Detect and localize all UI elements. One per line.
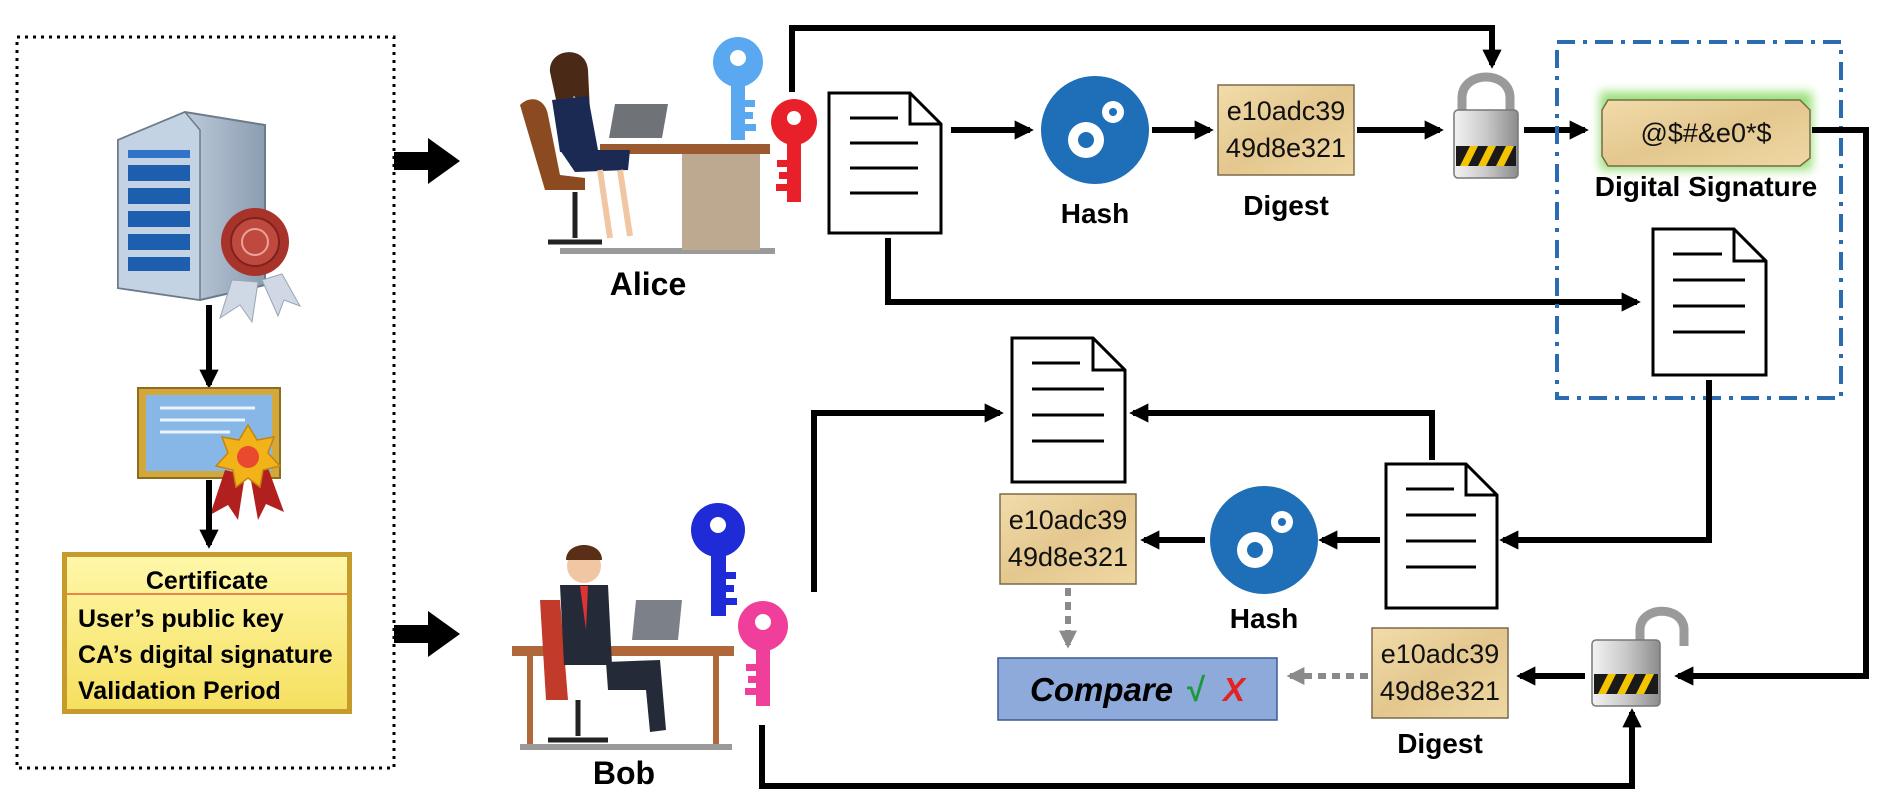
compare-check-mark: √ [1185, 671, 1206, 708]
top-digest-line2: 49d8e321 [1226, 133, 1346, 163]
award-ribbon-icon [210, 423, 284, 520]
private-key-icon [738, 601, 788, 706]
top-digest-line1: e10adc39 [1227, 96, 1346, 126]
document-icon [827, 91, 943, 235]
panel-doc-to-received-doc-arrow [1499, 380, 1712, 550]
ca-to-alice-arrow [394, 138, 460, 184]
bob-name: Bob [593, 755, 655, 791]
computed-digest-line1: e10adc39 [1009, 505, 1128, 535]
doc-copy-arrow [885, 238, 1641, 312]
certificate-box: Certificate User’s public key CA’s digit… [62, 552, 352, 714]
compare-box: Compare √ X [997, 657, 1278, 721]
signature-package-panel [1555, 40, 1843, 400]
alice-key-to-lock-arrow [789, 25, 1502, 92]
gears-icon [1210, 486, 1318, 594]
digital-signature-box: @$#&e0*$ [1600, 92, 1812, 170]
top-hash-label: Hash [1061, 198, 1129, 229]
bob-key-to-unlock-arrow [759, 708, 1642, 789]
signature-to-unlock-arrow [1674, 127, 1869, 686]
bob-to-hashed-doc-arrow [811, 403, 1004, 592]
computed-digest-box: e10adc39 49d8e321 [999, 493, 1137, 585]
private-key-icon [771, 99, 817, 202]
signature-value: @$#&e0*$ [1640, 118, 1771, 148]
alice-at-desk-icon [520, 52, 775, 254]
ca-panel [15, 35, 396, 770]
compare-cross-mark: X [1221, 671, 1247, 708]
ca-to-bob-arrow [394, 611, 460, 657]
compare-label: Compare [1030, 671, 1173, 708]
computed-digest-line2: 49d8e321 [1008, 542, 1128, 572]
bottom-hash-label: Hash [1230, 603, 1298, 634]
bottom-digest-label: Digest [1397, 728, 1483, 759]
decrypted-digest-line1: e10adc39 [1381, 639, 1500, 669]
top-digest-label: Digest [1243, 190, 1329, 221]
document-icon [1384, 462, 1499, 610]
signature-label: Digital Signature [1595, 171, 1817, 202]
gears-icon [1041, 76, 1149, 184]
certificate-line-public-key: User’s public key [78, 605, 284, 633]
certificate-line-ca-signature: CA’s digital signature [78, 641, 333, 669]
wax-seal-icon [219, 208, 302, 324]
top-digest-box: e10adc39 49d8e321 [1217, 84, 1355, 176]
decrypted-digest-line2: 49d8e321 [1380, 676, 1500, 706]
received-doc-to-hashed-doc-arrow [1129, 403, 1435, 460]
padlock-closed-icon [1453, 72, 1519, 179]
alice-name: Alice [610, 266, 686, 302]
public-key-icon [713, 37, 763, 140]
bob-at-desk-icon [512, 545, 734, 750]
padlock-open-icon [1591, 606, 1689, 707]
certificate-line-validation: Validation Period [78, 677, 281, 705]
public-key-icon [691, 503, 745, 616]
document-icon [1651, 227, 1768, 377]
decrypted-digest-box: e10adc39 49d8e321 [1371, 627, 1509, 719]
document-icon [1010, 336, 1127, 484]
certificate-title: Certificate [146, 567, 268, 595]
